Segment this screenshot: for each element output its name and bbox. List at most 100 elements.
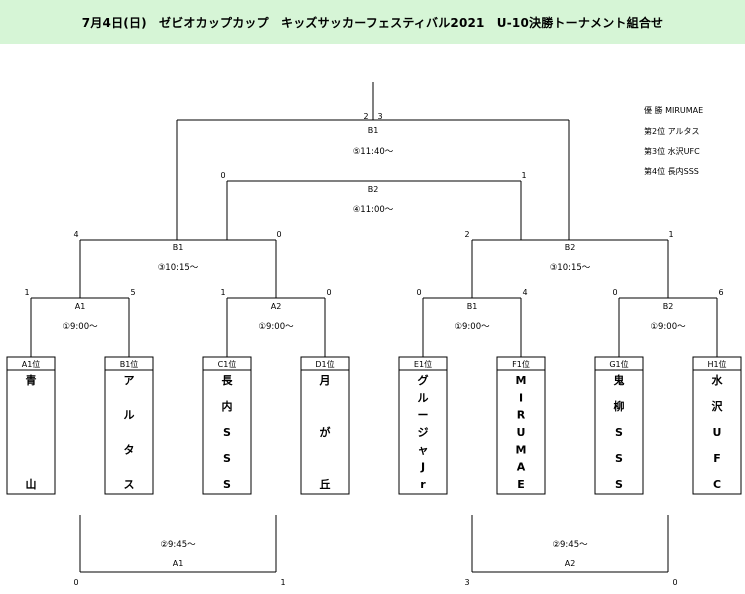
team-name-char: 山 [26,477,37,491]
team-name-char: S [223,452,231,465]
team-name-char: グ [418,373,429,387]
semi-left-label: B1 [173,243,184,252]
consolation-match-right: ②9:45～ A2 3 0 [464,540,677,587]
qf4-time: ①9:00～ [650,322,686,332]
qf1-time: ①9:00～ [62,322,98,332]
team-box-frame [202,356,252,495]
semi-right-score-right: 1 [668,230,673,239]
semi-right-label: B2 [565,243,576,252]
team-name-char: U [713,426,722,439]
team-name-char: 内 [222,399,233,413]
team-name-char: 長 [222,374,234,387]
qf2-score-right: 0 [326,288,331,297]
qf3-score-right: 4 [522,288,527,297]
team-box-frame [398,356,448,495]
page-title: 7月4日(日) ゼビオカップカップ キッズサッカーフェスティバル2021 U-1… [0,0,745,44]
team-name-char: M [516,374,527,387]
results-list: 優 勝 MIRUMAE 第2位 アルタス 第3位 水沢UFC 第4位 長内SSS [644,105,703,176]
team-name-char: 水 [712,373,724,387]
team-seed: C1位 [218,359,237,369]
team-boxes: A1位青山B1位アルタスC1位長内SSSD1位月が丘E1位グルージャJrF1位M… [6,356,742,495]
team-name-char: が [320,425,331,439]
bracket-lines [30,82,718,573]
final-match: 2 3 B1 ⑤11:40～ [353,112,394,157]
cons-right-label: A2 [565,559,576,568]
cons-right-score-right: 0 [672,578,677,587]
cons-left-score-right: 1 [280,578,285,587]
team-name-char: C [713,478,721,491]
cons-left-score-left: 0 [73,578,78,587]
team-name-char: タ [124,443,135,456]
team-name-char: ル [124,409,135,422]
result-third: 第3位 水沢UFC [644,146,700,156]
semi-match-left: 4 0 B1 ③10:15～ [73,230,281,273]
final-label: B1 [368,126,379,135]
qf2-score-left: 1 [220,288,225,297]
team-name-char: M [516,443,527,456]
team-box-frame [6,356,56,495]
qf1-label: A1 [75,302,86,311]
final-time: ⑤11:40～ [353,147,394,157]
qf1-score-left: 1 [24,288,29,297]
third-place-match: 0 1 B2 ④11:00～ [220,171,526,215]
team-name-char: 沢 [712,399,724,413]
team-name-char: ス [124,478,135,491]
team-name-char: ル [418,391,429,404]
team-name-char: S [615,426,623,439]
semi-right-score-left: 2 [464,230,469,239]
quarter-match-1: 1 5 A1 ①9:00～ [24,288,135,332]
team-box-frame [300,356,350,495]
team-name-char: 月 [319,374,331,387]
team-box-frame [692,356,742,495]
qf2-time: ①9:00～ [258,322,294,332]
team-name-char: ャ [418,443,429,456]
team-name-char: J [420,461,425,474]
team-box-frame [594,356,644,495]
team-box-frame [104,356,154,495]
quarter-match-2: 1 0 A2 ①9:00～ [220,288,331,332]
qf4-score-left: 0 [612,288,617,297]
quarter-match-3: 0 4 B1 ①9:00～ [416,288,527,332]
team-seed: E1位 [414,359,432,369]
semi-left-score-left: 4 [73,230,78,239]
team-name-char: 鬼 [614,373,625,387]
team-name-char: ア [124,374,135,387]
team-name-char: ジ [418,426,429,439]
qf4-label: B2 [663,302,674,311]
cons-left-time: ②9:45～ [160,540,196,550]
semi-right-time: ③10:15～ [550,263,591,273]
qf1-score-right: 5 [130,288,135,297]
team-seed: A1位 [22,359,41,369]
qf2-label: A2 [271,302,282,311]
team-seed: D1位 [315,359,334,369]
team-name-char: r [420,478,426,491]
team-name-char: S [615,478,623,491]
third-label: B2 [368,185,379,194]
team-name-char: ー [418,409,429,422]
cons-right-score-left: 3 [464,578,469,587]
third-score-right: 1 [521,171,526,180]
team-name-char: S [615,452,623,465]
final-score-right: 3 [377,112,382,121]
qf3-score-left: 0 [416,288,421,297]
qf3-label: B1 [467,302,478,311]
team-seed: B1位 [120,359,139,369]
result-winner: 優 勝 MIRUMAE [644,105,703,115]
semi-match-right: 2 1 B2 ③10:15～ [464,230,673,273]
team-box-frame [496,356,546,495]
team-seed: G1位 [609,359,628,369]
qf3-time: ①9:00～ [454,322,490,332]
cons-left-label: A1 [173,559,184,568]
team-name-char: 丘 [320,478,331,491]
title-text: 7月4日(日) ゼビオカップカップ キッズサッカーフェスティバル2021 U-1… [81,15,664,30]
team-name-char: S [223,478,231,491]
